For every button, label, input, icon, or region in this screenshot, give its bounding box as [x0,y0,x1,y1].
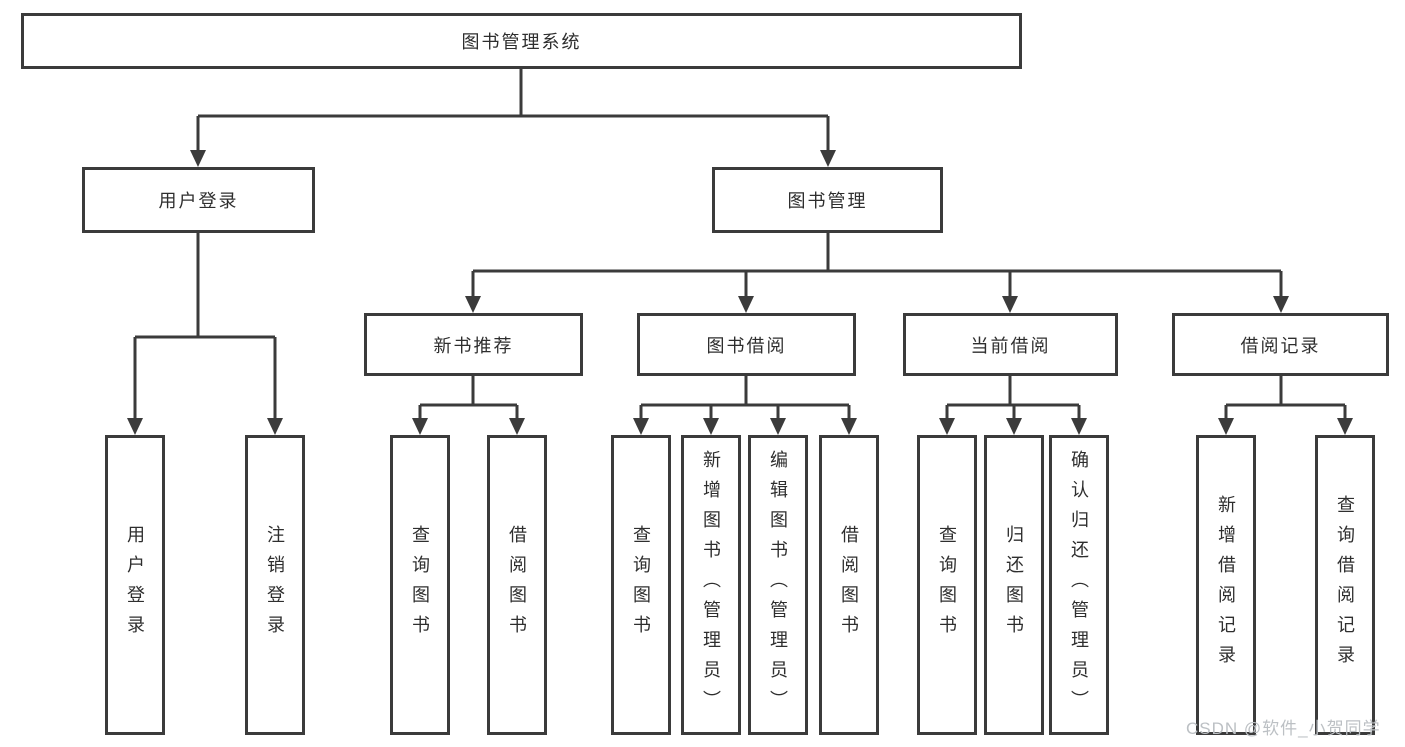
leaf-query-books-current: 查询图书 [917,435,977,735]
node-label: 新书推荐 [433,335,514,356]
node-label: 注销登录 [265,525,285,645]
leaf-query-borrow-record: 查询借阅记录 [1315,435,1375,735]
leaf-query-books-borrowing: 查询图书 [611,435,671,735]
node-label: 当前借阅 [970,335,1051,356]
leaf-return-books: 归还图书 [984,435,1044,735]
node-user-login: 用户登录 [82,167,315,233]
node-current-borrowing: 当前借阅 [903,313,1118,376]
node-borrowing-records: 借阅记录 [1172,313,1389,376]
connector-book-management-to-level3 [465,233,1289,313]
node-label: 借阅图书 [507,525,527,645]
connector-user-login-to-children [127,233,283,435]
leaf-query-books-recommend: 查询图书 [390,435,450,735]
leaf-add-borrow-record: 新增借阅记录 [1196,435,1256,735]
leaf-borrow-books-borrowing: 借阅图书 [819,435,879,735]
connector-root-to-level2 [190,69,836,167]
node-label: 查询图书 [937,525,957,645]
node-label: 归还图书 [1004,525,1024,645]
node-new-book-recommendation: 新书推荐 [364,313,583,376]
node-label: 新增图书（管理员） [701,450,721,720]
node-label: 确认归还（管理员） [1069,450,1089,720]
leaf-logout-login: 注销登录 [245,435,305,735]
node-label: 查询借阅记录 [1335,495,1355,675]
connector-borrowing-records-to-children [1218,376,1353,435]
node-label: 用户登录 [158,191,239,211]
leaf-confirm-return-admin: 确认归还（管理员） [1049,435,1109,735]
node-label: 图书管理 [787,191,868,211]
node-label: 查询图书 [631,525,651,645]
connector-new-book-recommendation-to-children [412,376,525,435]
node-label: 图书管理系统 [461,32,582,52]
node-book-borrowing: 图书借阅 [637,313,856,376]
leaf-user-login: 用户登录 [105,435,165,735]
leaf-add-books-admin: 新增图书（管理员） [681,435,741,735]
connector-current-borrowing-to-children [939,376,1087,435]
node-root: 图书管理系统 [21,13,1022,69]
connector-book-borrowing-to-children [633,376,857,435]
node-label: 借阅图书 [839,525,859,645]
node-label: 查询图书 [410,525,430,645]
node-book-management: 图书管理 [712,167,943,233]
node-label: 编辑图书（管理员） [768,450,788,720]
node-label: 图书借阅 [706,335,787,356]
node-label: 新增借阅记录 [1216,495,1236,675]
leaf-edit-books-admin: 编辑图书（管理员） [748,435,808,735]
node-label: 借阅记录 [1240,335,1321,356]
node-label: 用户登录 [125,525,145,645]
leaf-borrow-books-recommend: 借阅图书 [487,435,547,735]
